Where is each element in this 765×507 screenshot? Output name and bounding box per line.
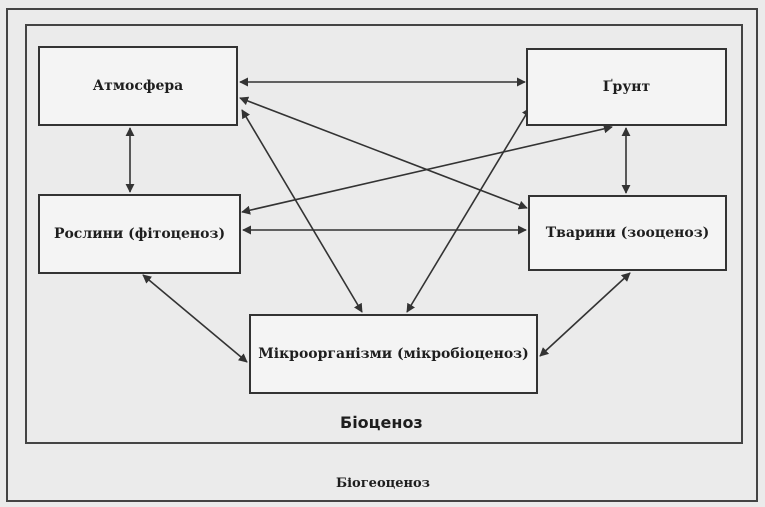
node-microorganisms: Мікроорганізми (мікробіоценоз) [249, 314, 538, 394]
arrow-animals-microorganisms [539, 272, 631, 357]
node-plants: Рослини (фітоценоз) [38, 194, 241, 274]
node-microorganisms-label: Мікроорганізми (мікробіоценоз) [258, 346, 529, 362]
node-soil: Ґрунт [526, 48, 727, 126]
node-animals: Тварини (зооценоз) [528, 195, 727, 271]
arrow-soil-microorganisms [406, 107, 531, 313]
biocenosis-caption: Біоценоз [340, 413, 423, 432]
arrow-atmosphere-microorganisms [241, 109, 363, 313]
node-soil-label: Ґрунт [602, 79, 651, 95]
arrow-atmosphere-animals [239, 96, 528, 210]
arrow-plants-microorganisms [142, 274, 248, 363]
node-animals-label: Тварини (зооценоз) [545, 225, 710, 241]
biogeocenosis-frame [6, 8, 758, 502]
biocenosis-frame [25, 24, 743, 444]
node-atmosphere: Атмосфера [38, 46, 238, 126]
node-plants-label: Рослини (фітоценоз) [53, 226, 226, 242]
node-atmosphere-label: Атмосфера [92, 78, 184, 94]
biogeocenosis-caption: Біогеоценоз [336, 476, 430, 491]
